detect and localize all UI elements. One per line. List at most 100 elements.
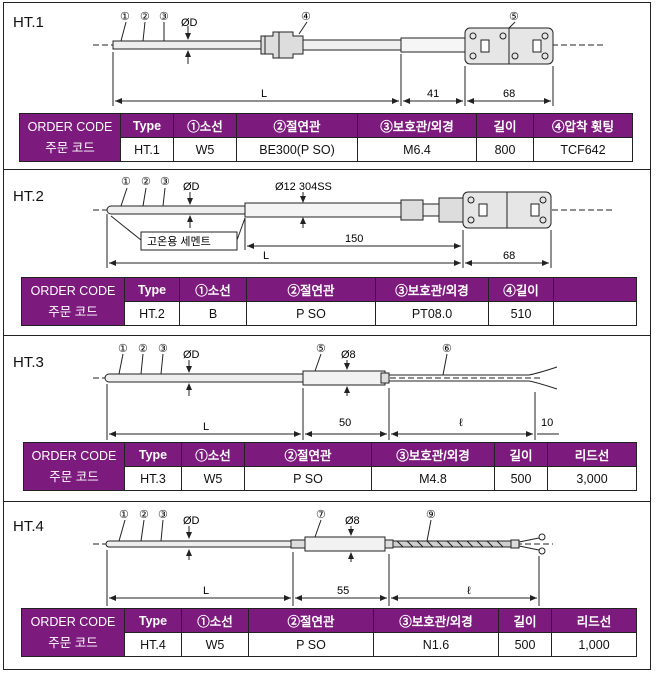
- value-type: HT.4: [124, 632, 182, 657]
- callout-3: ③: [158, 509, 168, 521]
- header-length: 길이: [494, 442, 548, 467]
- value-wire: B: [179, 301, 247, 326]
- dim-68: 68: [503, 250, 515, 262]
- value-type: HT.3: [124, 466, 182, 491]
- protection-tube: [244, 202, 402, 218]
- header-empty: [553, 277, 637, 302]
- dim-68: 68: [503, 88, 515, 100]
- header-type: Type: [120, 113, 174, 138]
- value-length: 510: [488, 301, 554, 326]
- panel-title: HT.1: [13, 14, 44, 31]
- header-insulator: ②절연관: [244, 442, 372, 467]
- panel-ht1: HT.1: [3, 2, 651, 170]
- header-lead-wire: 리드선: [547, 442, 637, 467]
- diameter-label: ØD: [183, 349, 200, 361]
- callout-2: ②: [138, 343, 148, 355]
- header-wire: ①소선: [181, 608, 249, 633]
- header-length: ④길이: [488, 277, 554, 302]
- callout-3: ③: [158, 343, 168, 355]
- dim-10: 10: [541, 417, 553, 429]
- dim-41: 41: [427, 88, 439, 100]
- panel-ht3: HT.3 ① ② ③: [3, 336, 651, 502]
- value-sheath: N1.6: [373, 632, 499, 657]
- value-fitting: TCF642: [533, 137, 633, 162]
- value-sheath: M6.4: [357, 137, 477, 162]
- callout-2: ②: [140, 11, 150, 23]
- panel-ht4: HT.4: [3, 502, 651, 668]
- header-sheath: ③보호관/외경: [373, 608, 499, 633]
- probe-tube: [104, 373, 304, 383]
- value-wire: W5: [173, 137, 237, 162]
- value-type: HT.1: [120, 137, 174, 162]
- dim-55: 55: [337, 585, 349, 597]
- diameter2-label: Ø8: [341, 349, 356, 361]
- callout-5: ⑤: [316, 343, 326, 355]
- dim-l: L: [263, 250, 269, 262]
- diameter2-label: Ø8: [345, 515, 360, 527]
- callout-1: ①: [121, 176, 131, 188]
- dim-l: L: [203, 585, 209, 597]
- probe-tube: [105, 540, 292, 548]
- dim-l: L: [203, 421, 209, 433]
- header-insulator: ②절연관: [236, 113, 358, 138]
- header-type: Type: [124, 277, 180, 302]
- dim-50: 50: [339, 417, 351, 429]
- lead-wire: [389, 374, 529, 382]
- value-lead-wire: 3,000: [547, 466, 637, 491]
- value-wire: W5: [181, 466, 245, 491]
- diameter-label: ØD: [181, 17, 198, 29]
- callout-1: ①: [120, 11, 130, 23]
- header-lead-wire: 리드선: [551, 608, 637, 633]
- header-fitting: ④압착 휫팅: [533, 113, 633, 138]
- value-length: 500: [498, 632, 552, 657]
- dim-l: L: [261, 88, 267, 100]
- value-sheath: M4.8: [371, 466, 495, 491]
- probe-tip: [106, 205, 246, 215]
- dim-ell: ℓ: [459, 417, 463, 429]
- header-wire: ①소선: [179, 277, 247, 302]
- value-wire: W5: [181, 632, 249, 657]
- spec-sheet: [3, 2, 651, 670]
- header-sheath: ③보호관/외경: [375, 277, 489, 302]
- callout-7: ⑦: [316, 509, 326, 521]
- transition-sleeve: [302, 370, 386, 386]
- value-insulator: P SO: [244, 466, 372, 491]
- diameter-label: ØD: [183, 181, 200, 193]
- value-length: 500: [494, 466, 548, 491]
- compression-fitting: [260, 31, 304, 59]
- header-wire: ①소선: [181, 442, 245, 467]
- dim-ell: ℓ: [467, 585, 471, 597]
- panel-title: HT.2: [13, 188, 44, 205]
- transition-sleeve: [304, 536, 386, 552]
- probe-tube: [112, 40, 262, 50]
- panel-title: HT.4: [13, 518, 44, 535]
- value-empty: [553, 301, 637, 326]
- header-insulator: ②절연관: [248, 608, 374, 633]
- callout-5: ⑤: [509, 11, 519, 23]
- sheath-label: Ø12 304SS: [275, 181, 332, 193]
- header-sheath: ③보호관/외경: [357, 113, 477, 138]
- header-type: Type: [124, 608, 182, 633]
- value-sheath: PT08.0: [375, 301, 489, 326]
- callout-3: ③: [160, 176, 170, 188]
- value-lead-wire: 1,000: [551, 632, 637, 657]
- drawing-ht3: ① ② ③ ⑤ ⑥ ØD Ø8 L 50 ℓ 10: [93, 343, 559, 440]
- value-type: HT.2: [124, 301, 180, 326]
- header-type: Type: [124, 442, 182, 467]
- header-sheath: ③보호관/외경: [371, 442, 495, 467]
- header-insulator: ②절연관: [246, 277, 376, 302]
- callout-3: ③: [159, 11, 169, 23]
- callout-9: ⑨: [426, 509, 436, 521]
- callout-2: ②: [139, 509, 149, 521]
- panel-ht2: HT.2: [3, 170, 651, 336]
- value-insulator: P SO: [246, 301, 376, 326]
- drawing-ht4: ① ② ③ ⑦ ⑨ ØD Ø8 L 55 ℓ: [93, 509, 553, 606]
